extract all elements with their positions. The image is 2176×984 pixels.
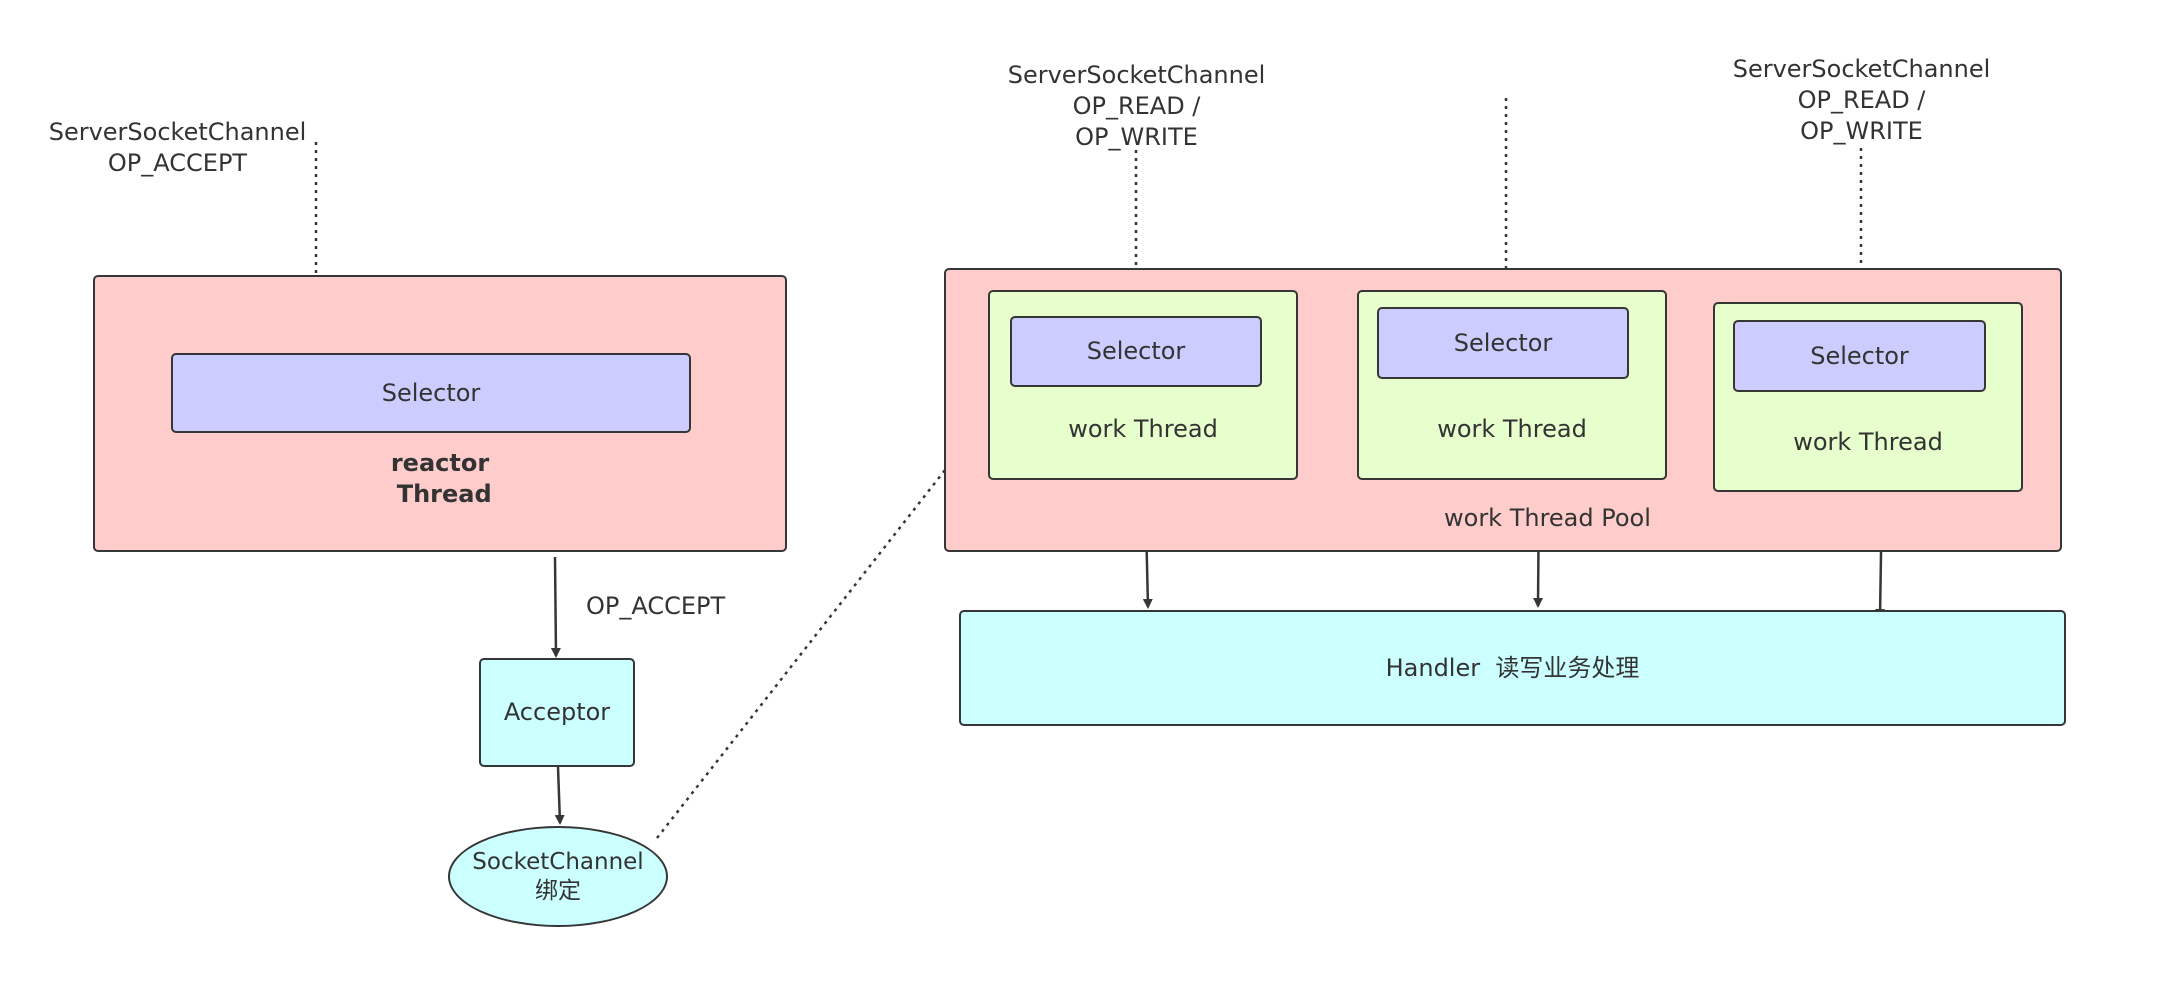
label-ssc-read-write-1: ServerSocketChannel OP_READ / OP_WRITE	[1007, 61, 1266, 151]
handler-box: Handler 读写业务处理	[959, 610, 2066, 726]
work-thread-pool-title: work Thread Pool	[1444, 504, 1651, 532]
label-ssc-accept: ServerSocketChannel OP_ACCEPT	[48, 118, 307, 177]
work-thread-2-label: work Thread	[1437, 415, 1587, 443]
work-thread-2-selector: Selector	[1377, 307, 1629, 379]
reactor-selector-box: Selector	[171, 353, 691, 433]
work-thread-2-selector-label: Selector	[1453, 328, 1553, 357]
socket-channel-label: SocketChannel 绑定	[472, 848, 644, 904]
work-thread-1-label: work Thread	[1068, 415, 1218, 443]
label-op-accept-edge: OP_ACCEPT	[586, 592, 726, 620]
acceptor-box: Acceptor	[479, 658, 635, 767]
edge-reactor-to-acceptor	[550, 556, 561, 658]
label-ssc-read-write-3: ServerSocketChannel OP_READ / OP_WRITE	[1732, 55, 1991, 145]
work-thread-3-selector: Selector	[1733, 320, 1986, 392]
reactor-selector-label: Selector	[381, 378, 481, 407]
work-thread-1-selector: Selector	[1010, 316, 1262, 387]
work-thread-1-selector-label: Selector	[1086, 337, 1186, 365]
work-thread-3-label: work Thread	[1793, 428, 1943, 456]
edge-acceptor-to-socketchannel	[554, 766, 565, 825]
work-thread-3-selector-label: Selector	[1810, 341, 1909, 370]
acceptor-label: Acceptor	[503, 698, 611, 726]
reactor-thread-title: reactor Thread	[390, 449, 492, 508]
socket-channel-node: SocketChannel 绑定	[448, 826, 668, 927]
handler-label: Handler 读写业务处理	[1385, 653, 1640, 682]
